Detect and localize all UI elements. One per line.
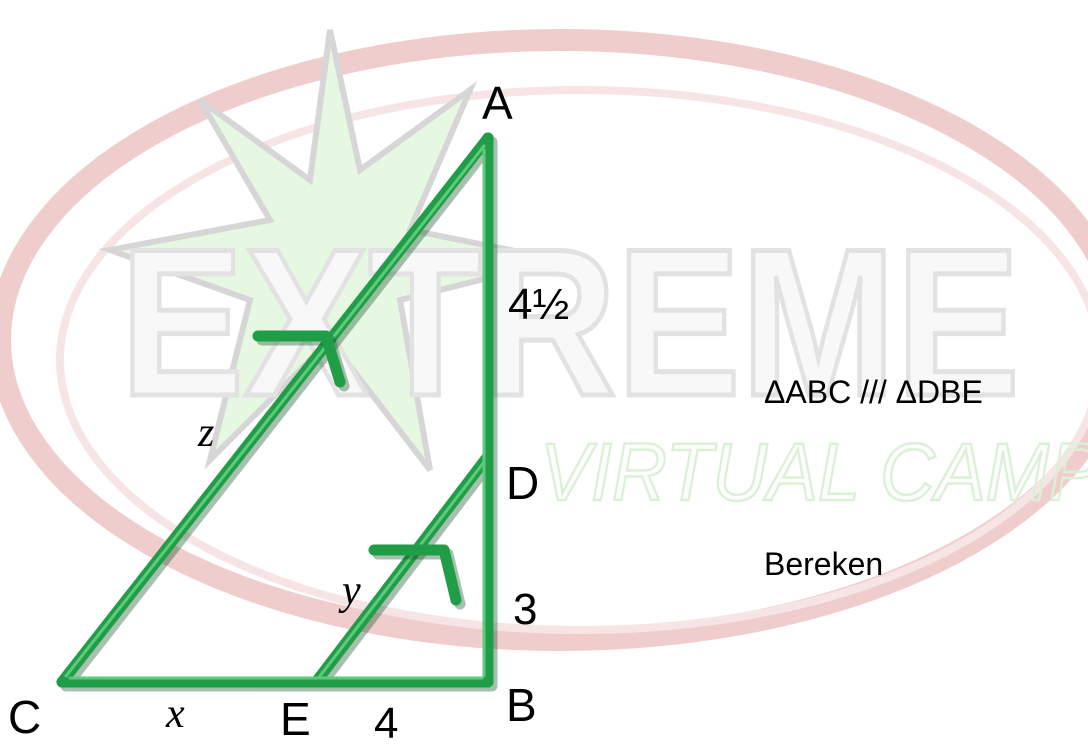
watermark-swoosh [0, 29, 1088, 651]
watermark-swoosh-inner [56, 86, 1088, 634]
similarity-statement: ΔABC /// ΔDBE [764, 374, 983, 410]
length-EB: 4 [374, 699, 399, 748]
parallel-marker-AC [252, 330, 350, 392]
point-label-B: B [506, 679, 537, 731]
parallel-marker-DE [368, 544, 466, 610]
instruction-text: Bereken [764, 546, 884, 582]
point-label-D: D [506, 457, 540, 509]
watermark-logo-subtitle: VIRTUAL CAMP [540, 427, 1088, 518]
watermark-logo: EXTREME VIRTUAL CAMP [0, 29, 1088, 651]
point-label-A: A [482, 77, 513, 129]
length-AD: 4½ [508, 280, 570, 329]
watermark-logo-word: EXTREME [120, 205, 1020, 440]
variable-x: x [166, 691, 185, 737]
point-label-C: C [8, 691, 42, 743]
variable-y: y [342, 568, 361, 614]
variable-z: z [198, 410, 215, 456]
triangle-figure [56, 132, 498, 692]
point-label-E: E [280, 693, 311, 745]
length-DB: 3 [513, 585, 538, 634]
